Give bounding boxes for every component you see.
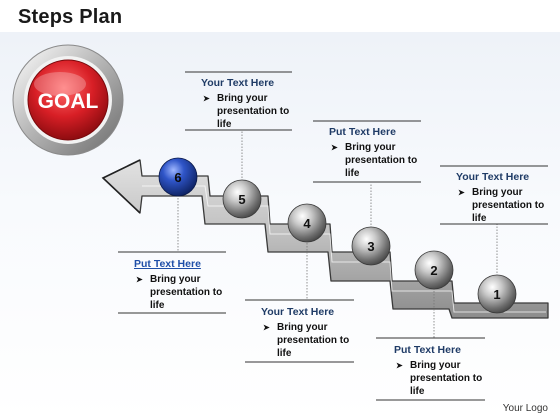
callout-bullet: ➤ Bring your presentation to life xyxy=(329,141,433,180)
bullet-arrow-icon: ➤ xyxy=(331,143,338,152)
step-1: 1 xyxy=(477,274,517,314)
callout-text: Bring your presentation to life xyxy=(410,360,483,397)
step-6: 6 xyxy=(158,157,198,197)
logo-text: Your Logo xyxy=(502,403,548,414)
callout-bullet: ➤ Bring your presentation to life xyxy=(134,273,238,312)
step-2: 2 xyxy=(414,250,454,290)
step-6-number: 6 xyxy=(174,170,181,185)
callout-heading: Put Text Here xyxy=(134,258,201,270)
step-3-number: 3 xyxy=(367,239,374,254)
callout-text: Bring your presentation to life xyxy=(345,142,418,179)
callout-text: Bring your presentation to life xyxy=(472,187,545,224)
goal-badge: GOAL xyxy=(12,44,124,156)
callout-heading: Your Text Here xyxy=(261,306,335,318)
callout-step-5: Your Text Here ➤ Bring your presentation… xyxy=(201,77,305,131)
callout-bullet: ➤ Bring your presentation to life xyxy=(261,321,365,360)
bullet-arrow-icon: ➤ xyxy=(136,275,143,284)
callout-heading: Your Text Here xyxy=(201,77,275,89)
callout-step-4: Your Text Here ➤ Bring your presentation… xyxy=(261,306,365,360)
callout-step-1: Your Text Here ➤ Bring your presentation… xyxy=(456,171,560,225)
step-5: 5 xyxy=(222,179,262,219)
callout-heading: Your Text Here xyxy=(456,171,530,183)
callout-rules xyxy=(118,71,548,401)
callout-heading: Put Text Here xyxy=(329,126,396,138)
step-2-number: 2 xyxy=(430,263,437,278)
stepped-arrow xyxy=(101,159,549,319)
step-4: 4 xyxy=(287,203,327,243)
goal-label: GOAL xyxy=(38,90,99,113)
callout-bullet: ➤ Bring your presentation to life xyxy=(394,359,498,398)
callout-bullet: ➤ Bring your presentation to life xyxy=(456,186,560,225)
bullet-arrow-icon: ➤ xyxy=(263,323,270,332)
callout-step-3: Put Text Here ➤ Bring your presentation … xyxy=(329,126,433,180)
callout-text: Bring your presentation to life xyxy=(217,93,290,130)
callout-text: Bring your presentation to life xyxy=(277,322,350,359)
callout-step-6: Put Text Here ➤ Bring your presentation … xyxy=(134,258,238,312)
callout-heading: Put Text Here xyxy=(394,344,461,356)
callout-bullet: ➤ Bring your presentation to life xyxy=(201,92,305,131)
bullet-arrow-icon: ➤ xyxy=(458,188,465,197)
bullet-arrow-icon: ➤ xyxy=(396,361,403,370)
step-3: 3 xyxy=(351,226,391,266)
step-1-number: 1 xyxy=(493,287,500,302)
callout-text: Bring your presentation to life xyxy=(150,274,223,311)
step-4-number: 4 xyxy=(303,216,311,231)
bullet-arrow-icon: ➤ xyxy=(203,94,210,103)
step-5-number: 5 xyxy=(238,192,245,207)
page-title: Steps Plan xyxy=(18,6,123,28)
callout-step-2: Put Text Here ➤ Bring your presentation … xyxy=(394,344,498,398)
